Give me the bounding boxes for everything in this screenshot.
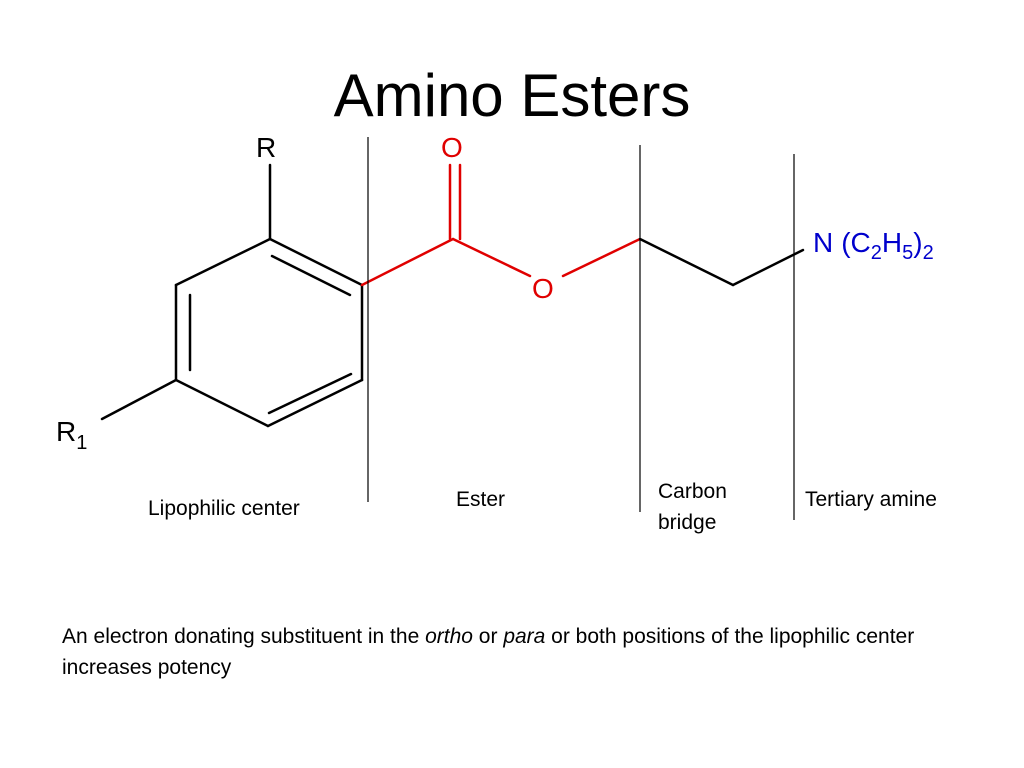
carbon-bridge-label: Carbon bridge: [658, 476, 727, 538]
ester-label: Ester: [456, 488, 506, 511]
ester-oxygen-bridge-bond: [561, 237, 642, 278]
para-substituent-label: R1: [56, 416, 87, 454]
tertiary-amine-label: Tertiary amine: [805, 488, 937, 511]
benzene-ring: [174, 237, 364, 428]
bridge-bond: [638, 237, 735, 287]
carbonyl-oxygen-label: O: [441, 132, 463, 163]
ester-group: [360, 163, 642, 287]
ester-oxygen-label: O: [532, 273, 554, 304]
carbon-bridge-label-line1: Carbon: [658, 480, 727, 503]
ring-bond: [266, 378, 364, 428]
caption-part: An electron donating substituent in the: [62, 625, 426, 648]
region-dividers: [367, 137, 795, 520]
carbonyl-ester-oxygen-bond: [451, 237, 532, 278]
amine-group-label: N(C2H5)2: [813, 227, 934, 264]
caption-text: An electron donating substituent in the …: [62, 621, 962, 683]
ring-bond: [174, 237, 272, 287]
ring-double-bond: [267, 372, 353, 415]
caption-italic-para: para: [503, 625, 546, 648]
ring-bond: [268, 237, 364, 287]
ring-double-bond: [270, 254, 352, 297]
caption-italic-ortho: ortho: [425, 625, 473, 648]
bridge-bond: [731, 248, 805, 287]
substituent-bonds: [100, 163, 272, 421]
page-title: Amino Esters: [333, 62, 691, 129]
carbon-bridge-bonds: [638, 237, 805, 287]
carbon-bridge-label-line2: bridge: [658, 511, 717, 534]
ring-carbonyl-bond: [360, 237, 455, 287]
ortho-substituent-label: R: [256, 132, 276, 163]
caption-part: or: [472, 625, 504, 648]
ring-bond: [174, 378, 270, 428]
lipophilic-center-label: Lipophilic center: [148, 497, 300, 520]
para-substituent-bond: [100, 378, 178, 421]
caption-part: or both positions of the lipophilic cent…: [62, 625, 915, 679]
